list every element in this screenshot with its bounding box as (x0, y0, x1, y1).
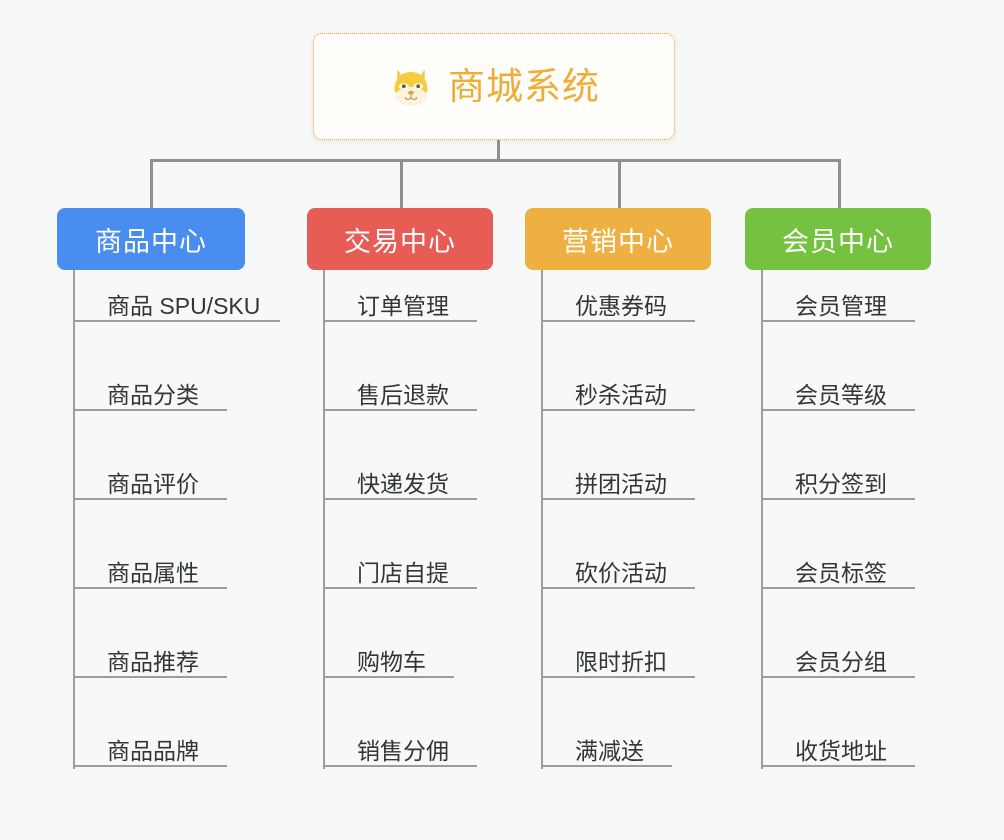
leaf-item-label: 售后退款 (357, 382, 449, 408)
leaf-item-label: 秒杀活动 (575, 382, 667, 408)
leaf-item-label: 会员标签 (795, 560, 887, 586)
connector-horizontal-bus (150, 159, 840, 162)
category-node-marketing-center[interactable]: 营销中心 (525, 208, 711, 270)
leaf-spine (323, 270, 325, 769)
leaf-item[interactable]: 商品评价 (75, 470, 227, 500)
leaf-item-label: 会员等级 (795, 382, 887, 408)
category-node-member-center[interactable]: 会员中心 (745, 208, 931, 270)
leaf-item-label: 积分签到 (795, 471, 887, 497)
leaf-item[interactable]: 满减送 (543, 737, 672, 767)
leaf-item-label: 门店自提 (357, 560, 449, 586)
leaf-item[interactable]: 门店自提 (325, 559, 477, 589)
leaf-item-label: 优惠券码 (575, 293, 667, 319)
category-node-label: 商品中心 (95, 226, 207, 257)
leaf-item-label: 收货地址 (795, 738, 887, 764)
leaf-item-label: 订单管理 (357, 293, 449, 319)
leaf-spine (541, 270, 543, 769)
leaf-item-label: 商品评价 (107, 471, 199, 497)
leaf-item-label: 商品 SPU/SKU (107, 293, 261, 319)
connector-drop-member-center (838, 159, 841, 209)
leaf-spine (73, 270, 75, 769)
category-node-label: 会员中心 (782, 226, 894, 257)
category-node-label: 交易中心 (344, 226, 456, 257)
category-node-label: 营销中心 (562, 226, 674, 257)
leaf-item[interactable]: 销售分佣 (325, 737, 477, 767)
root-node-mall-system[interactable]: 商城系统 (313, 33, 675, 140)
leaf-item[interactable]: 限时折扣 (543, 648, 695, 678)
leaf-item[interactable]: 商品推荐 (75, 648, 227, 678)
leaf-item[interactable]: 会员管理 (763, 292, 915, 322)
connector-drop-trade-center (400, 159, 403, 209)
leaf-item-label: 限时折扣 (575, 649, 667, 675)
leaf-item[interactable]: 收货地址 (763, 737, 915, 767)
root-node-content: 商城系统 (388, 64, 600, 110)
leaf-item[interactable]: 售后退款 (325, 381, 477, 411)
leaf-item[interactable]: 购物车 (325, 648, 454, 678)
category-node-trade-center[interactable]: 交易中心 (307, 208, 493, 270)
leaf-item[interactable]: 秒杀活动 (543, 381, 695, 411)
leaf-item-label: 商品品牌 (107, 738, 199, 764)
category-node-product-center[interactable]: 商品中心 (57, 208, 245, 270)
root-node-title: 商城系统 (448, 66, 600, 107)
leaf-item-label: 商品推荐 (107, 649, 199, 675)
leaf-item[interactable]: 商品 SPU/SKU (75, 292, 280, 322)
leaf-item[interactable]: 订单管理 (325, 292, 477, 322)
leaf-item[interactable]: 会员等级 (763, 381, 915, 411)
leaf-item-label: 销售分佣 (357, 738, 449, 764)
leaf-item[interactable]: 快递发货 (325, 470, 477, 500)
leaf-item[interactable]: 积分签到 (763, 470, 915, 500)
leaf-item-label: 拼团活动 (575, 471, 667, 497)
leaf-item-label: 砍价活动 (575, 560, 667, 586)
leaf-item-label: 会员分组 (795, 649, 887, 675)
leaf-item-label: 商品分类 (107, 382, 199, 408)
leaf-spine (761, 270, 763, 769)
connector-drop-marketing-center (618, 159, 621, 209)
leaf-item[interactable]: 优惠券码 (543, 292, 695, 322)
leaf-item[interactable]: 商品属性 (75, 559, 227, 589)
leaf-item[interactable]: 会员标签 (763, 559, 915, 589)
connector-root-stem (497, 140, 500, 161)
leaf-item[interactable]: 拼团活动 (543, 470, 695, 500)
leaf-item-label: 快递发货 (357, 471, 449, 497)
dog-face-icon (394, 69, 428, 106)
leaf-item-label: 购物车 (357, 649, 426, 675)
leaf-item-label: 商品属性 (107, 560, 199, 586)
leaf-item[interactable]: 商品分类 (75, 381, 227, 411)
leaf-item[interactable]: 砍价活动 (543, 559, 695, 589)
connector-drop-product-center (150, 159, 153, 209)
leaf-item-label: 会员管理 (795, 293, 887, 319)
leaf-item[interactable]: 会员分组 (763, 648, 915, 678)
leaf-item[interactable]: 商品品牌 (75, 737, 227, 767)
leaf-item-label: 满减送 (575, 738, 644, 764)
